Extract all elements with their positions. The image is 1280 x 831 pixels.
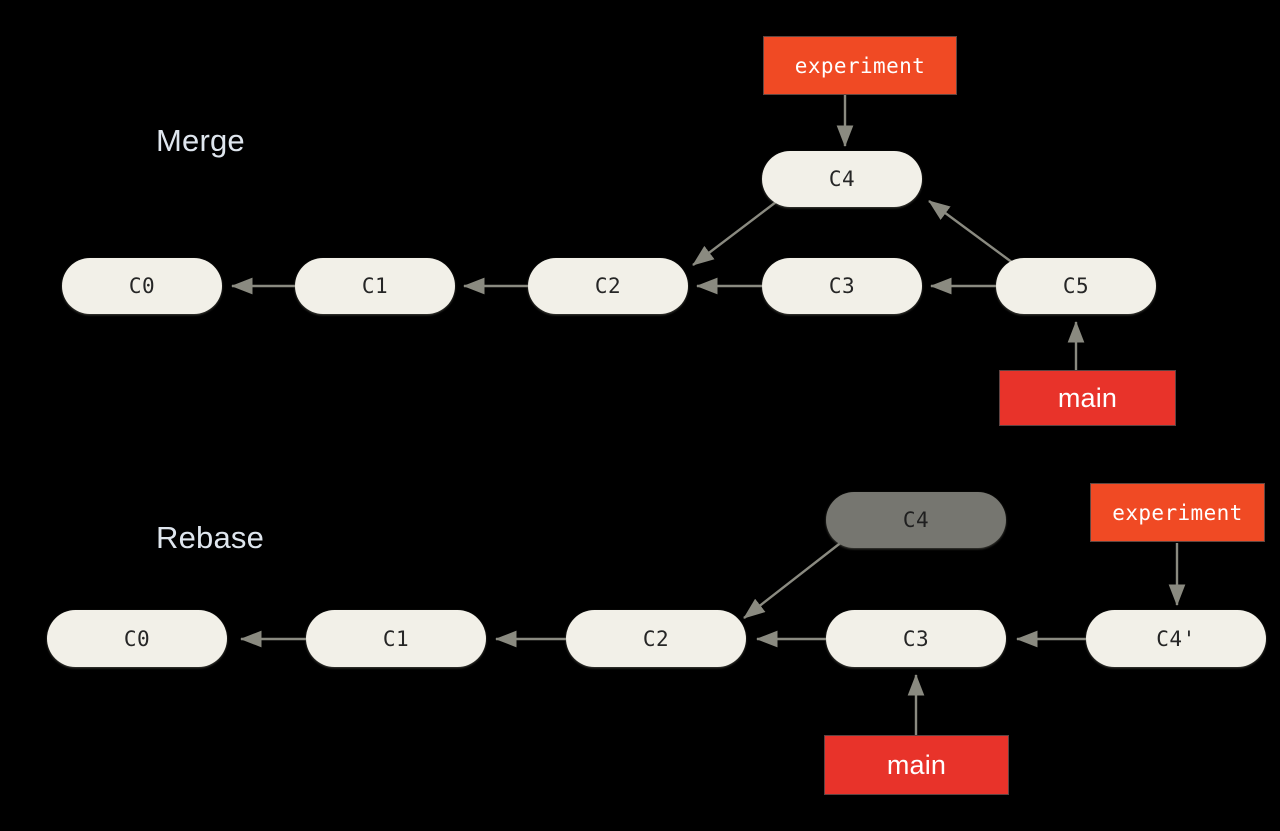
edge-rebase-c4old-to-c2: [743, 540, 844, 619]
rebase-commit-c4-prime[interactable]: C4': [1086, 610, 1266, 667]
merge-branch-label-main[interactable]: main: [999, 370, 1176, 426]
rebase-commit-c1[interactable]: C1: [306, 610, 486, 667]
rebase-branch-label-main[interactable]: main: [824, 735, 1009, 795]
rebase-commit-c0[interactable]: C0: [47, 610, 227, 667]
merge-branch-label-experiment[interactable]: experiment: [763, 36, 957, 95]
rebase-commit-c2[interactable]: C2: [566, 610, 746, 667]
rebase-branch-label-experiment[interactable]: experiment: [1090, 483, 1265, 542]
merge-section-heading: Merge: [156, 123, 245, 158]
merge-commit-c0[interactable]: C0: [62, 258, 222, 314]
rebase-section-heading: Rebase: [156, 520, 265, 555]
edge-c4-to-c2: [692, 198, 781, 266]
merge-commit-c3[interactable]: C3: [762, 258, 922, 314]
merge-edges: [231, 95, 1085, 370]
merge-commit-c2[interactable]: C2: [528, 258, 688, 314]
merge-commit-c1[interactable]: C1: [295, 258, 455, 314]
edge-c5-to-c4: [928, 200, 1014, 264]
merge-commit-c4[interactable]: C4: [762, 151, 922, 207]
rebase-commit-c4-obsolete[interactable]: C4: [826, 492, 1006, 548]
merge-commit-c5[interactable]: C5: [996, 258, 1156, 314]
rebase-commit-c3[interactable]: C3: [826, 610, 1006, 667]
